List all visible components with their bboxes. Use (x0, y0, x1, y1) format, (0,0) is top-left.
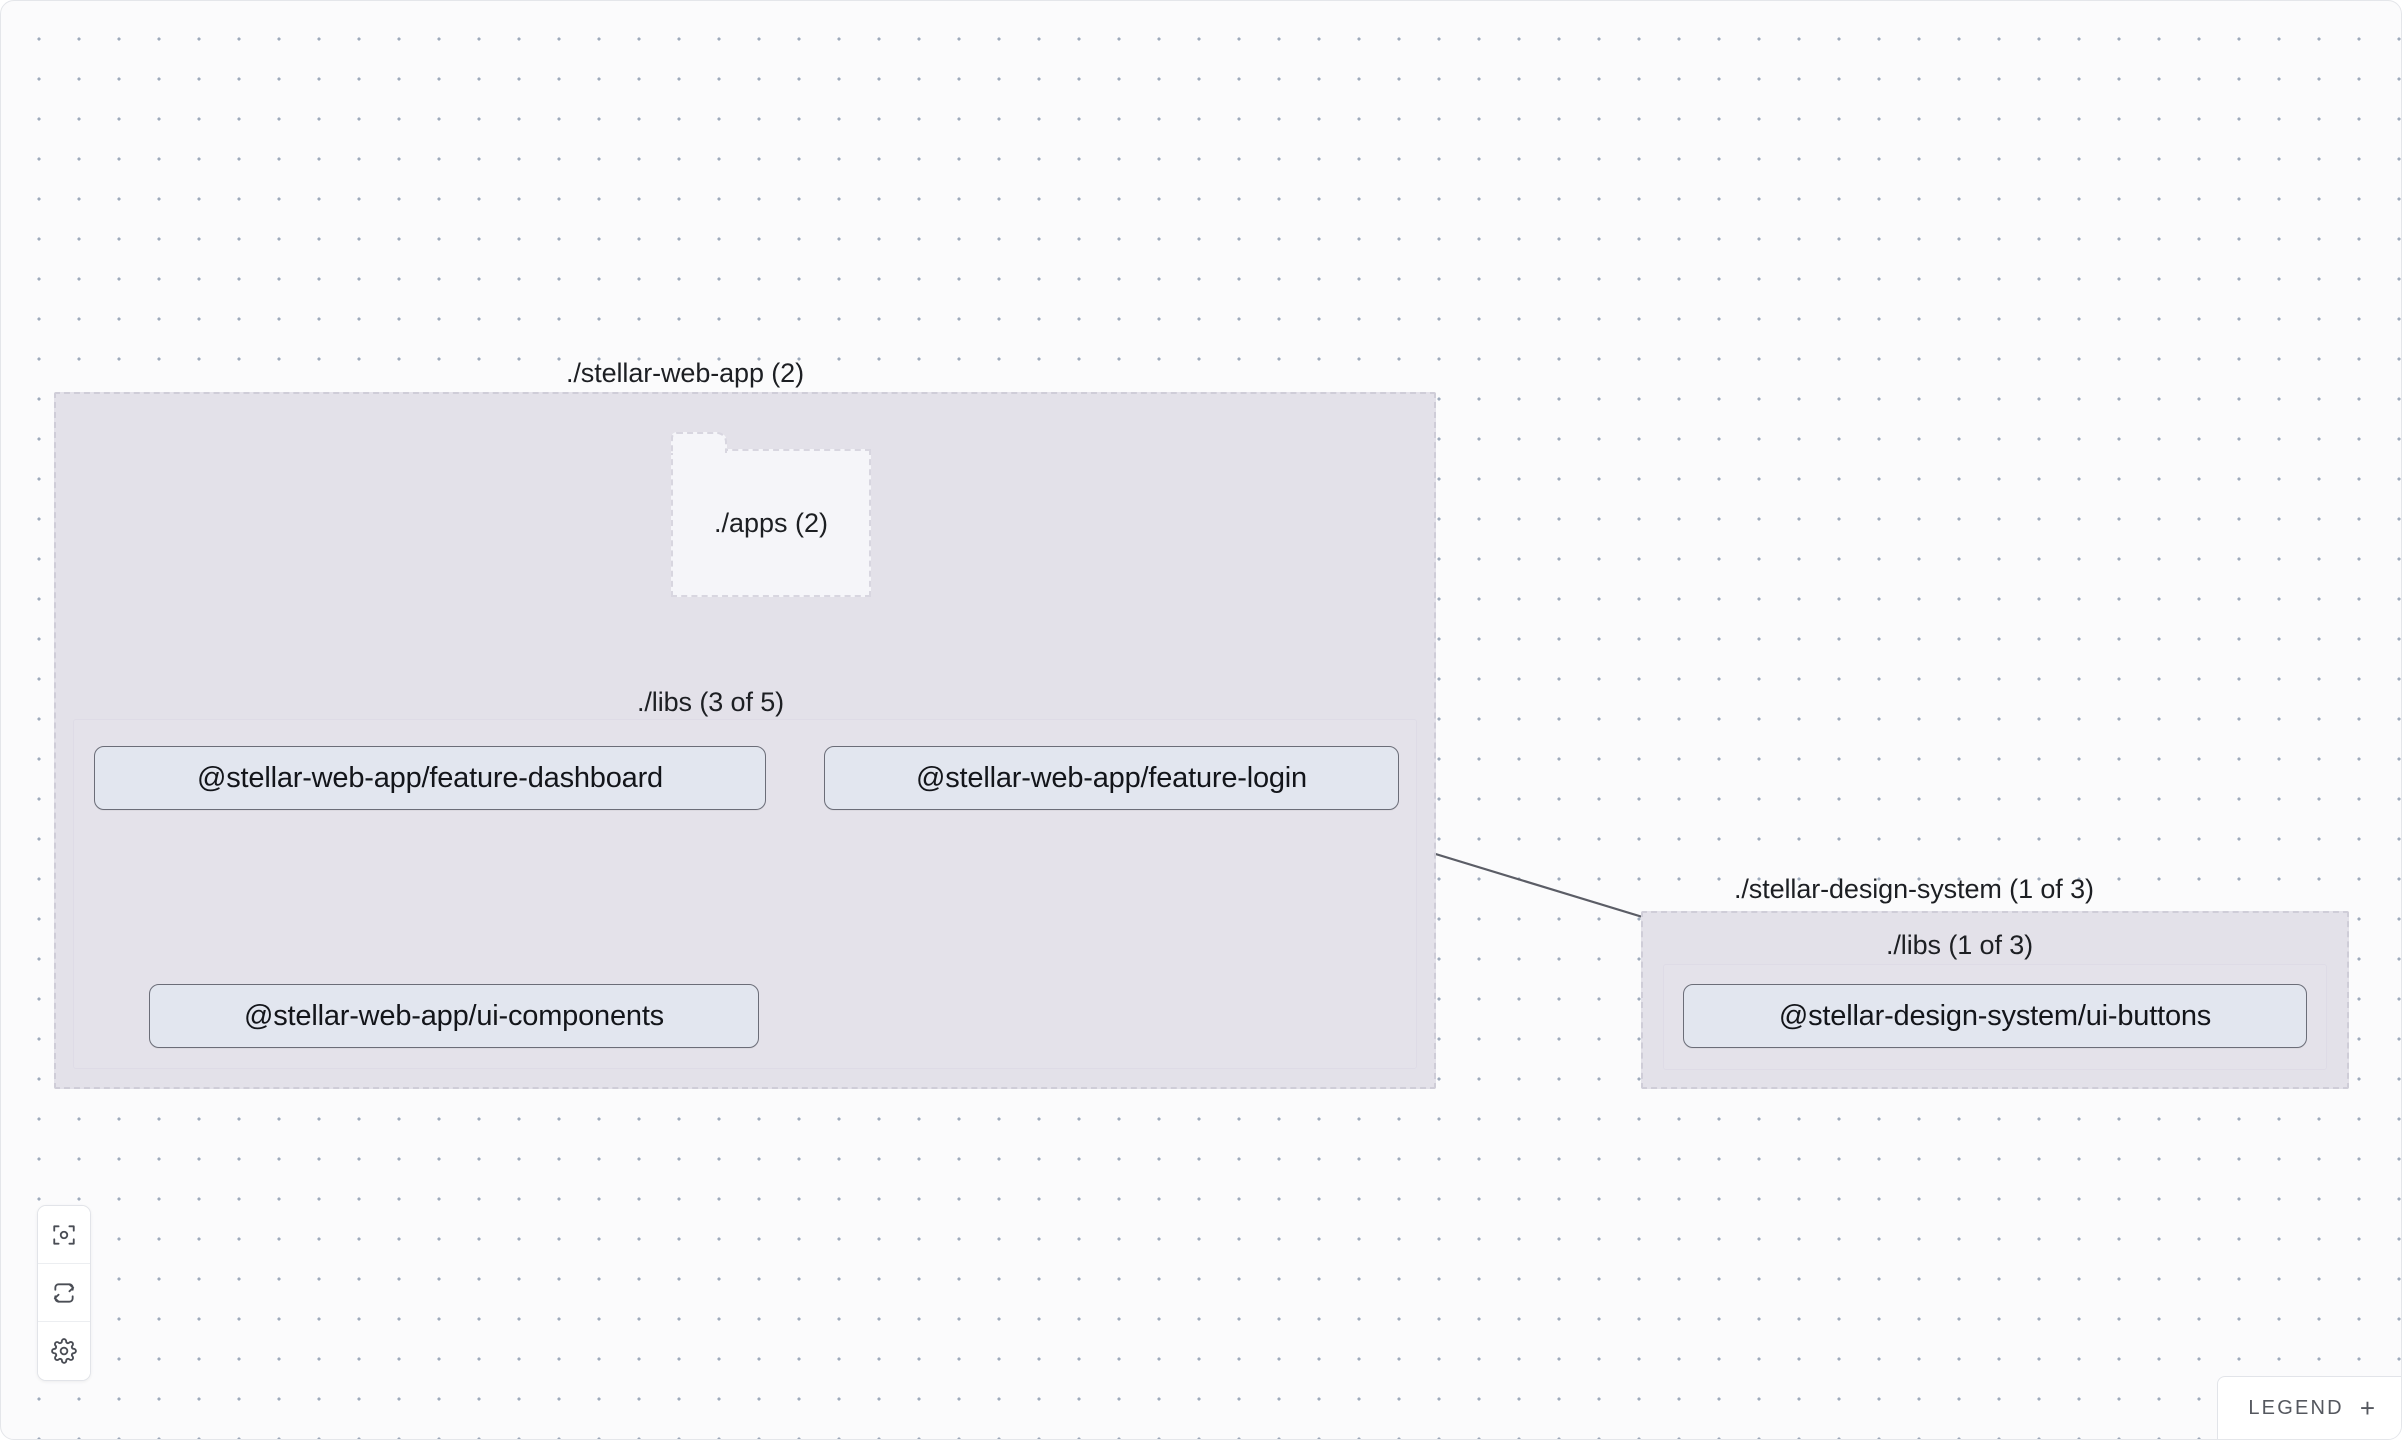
node-label: @stellar-web-app/ui-components (244, 999, 664, 1032)
node-ui-components[interactable]: @stellar-web-app/ui-components (149, 984, 759, 1048)
settings-button[interactable] (38, 1322, 90, 1380)
legend-label: LEGEND (2248, 1396, 2344, 1419)
refresh-button[interactable] (38, 1264, 90, 1322)
folder-tab-shape (671, 432, 727, 456)
focus-target-icon (51, 1222, 77, 1248)
node-feature-dashboard[interactable]: @stellar-web-app/feature-dashboard (94, 746, 766, 810)
folder-apps[interactable]: ./apps (2) (671, 432, 871, 597)
canvas-controls[interactable] (37, 1205, 91, 1381)
group-label-stellar-web-app: ./stellar-web-app (2) (566, 358, 804, 388)
plus-icon: + (2359, 1393, 2375, 1423)
node-feature-login[interactable]: @stellar-web-app/feature-login (824, 746, 1399, 810)
node-ui-buttons[interactable]: @stellar-design-system/ui-buttons (1683, 984, 2307, 1048)
gear-icon (51, 1338, 77, 1364)
folder-apps-label: ./apps (2) (713, 507, 829, 538)
node-label: @stellar-design-system/ui-buttons (1778, 999, 2212, 1032)
node-label: @stellar-web-app/feature-login (916, 761, 1307, 794)
group-label-stellar-design-system: ./stellar-design-system (1 of 3) (1734, 874, 2094, 904)
focus-button[interactable] (38, 1206, 90, 1264)
legend-toggle[interactable]: LEGEND + (2217, 1376, 2401, 1439)
node-label: @stellar-web-app/feature-dashboard (197, 761, 663, 794)
refresh-icon (51, 1280, 77, 1306)
subgroup-label-web-app-libs: ./libs (3 of 5) (637, 687, 785, 717)
subgroup-label-design-system-libs: ./libs (1 of 3) (1886, 930, 2034, 960)
